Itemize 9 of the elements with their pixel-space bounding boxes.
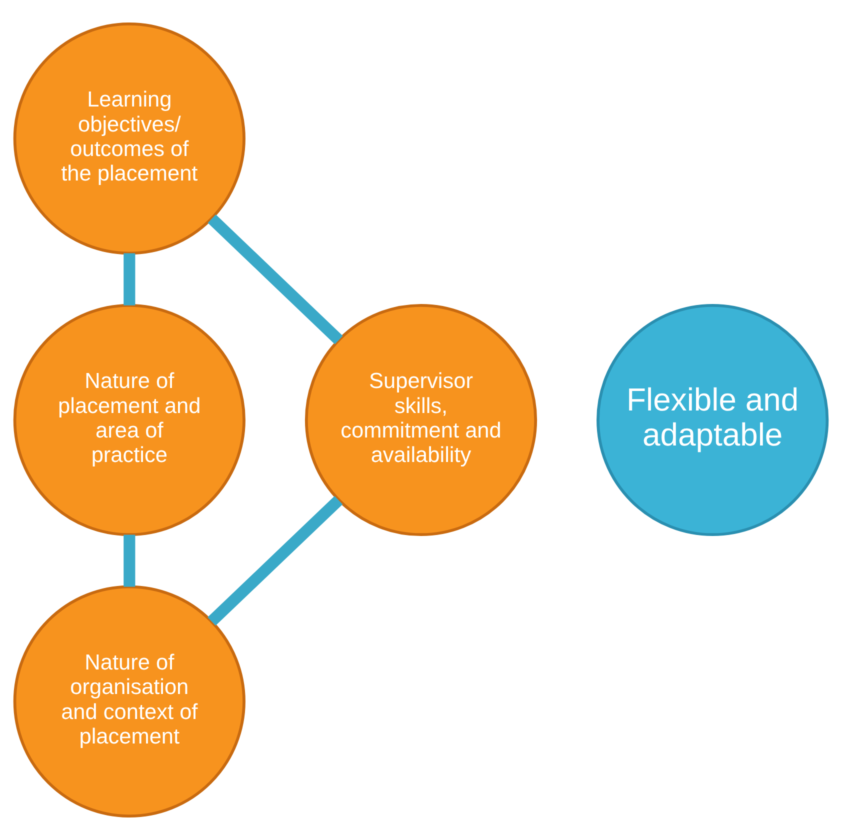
node-circle: Supervisor skills, commitment and availability <box>304 303 537 536</box>
node-circle: Flexible and adaptable <box>596 303 828 536</box>
connector <box>207 495 342 626</box>
node-circle: Nature of organisation and context of placement <box>12 584 245 817</box>
node-circle: Learning objectives/ outcomes of the placement <box>12 22 245 254</box>
connector <box>207 214 342 344</box>
node-circle: Nature of placement and area of practice <box>12 303 245 536</box>
connector <box>123 534 135 586</box>
connector <box>123 252 135 305</box>
